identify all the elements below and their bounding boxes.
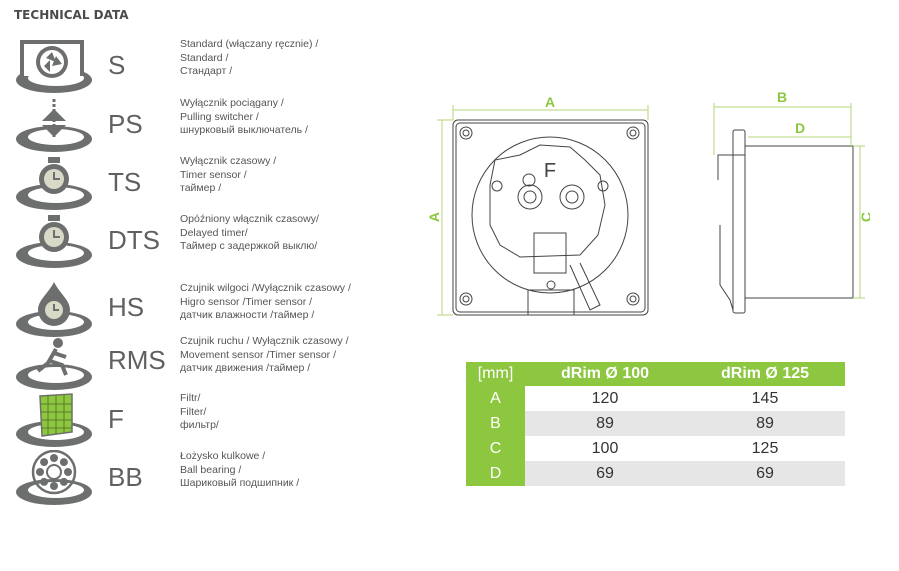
timer-icon (16, 157, 92, 210)
table-row: A 120 145 (466, 386, 845, 411)
value-100: 89 (525, 411, 685, 436)
description-line: Ball bearing / (180, 463, 242, 476)
description-line: Wyłącznik pociągany / (180, 97, 284, 109)
value-125: 145 (751, 389, 779, 407)
description-line: таймер / (180, 182, 222, 194)
feature-ts: TS Wyłącznik czasowy /Timer sensor /тайме… (0, 155, 400, 213)
feature-description: Łożysko kulkowe /Ball bearing /Шариковый… (180, 450, 299, 491)
feature-code: F (108, 404, 124, 434)
header-model-100: dRim Ø 100 (525, 362, 685, 386)
description-line: Filtr/ (180, 392, 201, 404)
dimension-drawing: F A A B D C (426, 89, 870, 316)
motor-housing (471, 136, 629, 294)
feature-code: DTS (108, 225, 160, 255)
value-100: 69 (525, 461, 685, 486)
description-line: Standard / (180, 51, 229, 64)
description-line: Wyłącznik czasowy / (180, 155, 277, 167)
feature-code: RMS (108, 345, 166, 375)
feature-description: Filtr/Filter/фильтр/ (180, 392, 219, 433)
description-line: Czujnik wilgoci /Wyłącznik czasowy / (180, 282, 351, 294)
feature-description: Czujnik ruchu / Wyłącznik czasowy /Movem… (180, 335, 349, 376)
row-label: D (466, 461, 525, 486)
feature-s: S Standard (włączany ręcznie) /Standard /… (0, 38, 400, 96)
description-line: фильтр/ (180, 419, 219, 431)
description-line: Opóźniony włącznik czasowy/ (180, 213, 319, 225)
filter-icon (16, 393, 92, 447)
section-title: TECHNICAL DATA (14, 8, 129, 22)
feature-dts: DTS Opóźniony włącznik czasowy/Delayed ti… (0, 213, 400, 271)
description-line: Łożysko kulkowe / (180, 450, 266, 462)
side-body (744, 145, 854, 299)
description-line: Delayed timer/ (180, 226, 248, 239)
value-125: 89 (685, 411, 845, 436)
movement-sensor-icon (16, 338, 92, 390)
feature-description: Wyłącznik pociągany /Pulling switcher /ш… (180, 97, 308, 138)
value-125: 125 (751, 439, 779, 457)
feature-rms: RMS Czujnik ruchu / Wyłącznik czasowy /Mo… (0, 335, 400, 393)
row-label: C (466, 436, 525, 461)
description-line: шнурковый выключатель / (180, 124, 308, 136)
filter-mark: F (544, 160, 556, 182)
description-line: Стандарт / (180, 65, 233, 77)
value-100: 120 (591, 389, 619, 407)
description-line: Pulling switcher / (180, 110, 259, 123)
description-line: Movement sensor /Timer sensor / (180, 348, 336, 361)
feature-description: Wyłącznik czasowy /Timer sensor /таймер … (180, 155, 276, 196)
description-line: датчик движения /таймер / (180, 362, 311, 374)
feature-code: TS (108, 167, 142, 197)
dim-b: B (777, 89, 787, 105)
feature-code: BB (108, 462, 143, 492)
front-plate (452, 119, 649, 316)
description-line: Standard (włączany ręcznie) / (180, 38, 319, 50)
feature-ps: PS Wyłącznik pociągany /Pulling switcher … (0, 97, 400, 155)
side-flange (732, 129, 746, 314)
feature-description: Standard (włączany ręcznie) /Standard /С… (180, 38, 318, 79)
dim-c: C (858, 212, 870, 222)
row-label: A (466, 386, 525, 411)
humidity-sensor-icon (16, 282, 92, 337)
header-model-125: dRim Ø 125 (685, 362, 845, 386)
description-line: Higro sensor /Timer sensor / (180, 295, 313, 308)
value-100: 100 (591, 439, 619, 457)
feature-description: Czujnik wilgoci /Wyłącznik czasowy /Higr… (180, 282, 351, 323)
description-line: Таймер с задержкой выклю/ (180, 240, 318, 252)
delayed-timer-icon (16, 215, 92, 268)
feature-bb: BB Łożysko kulkowe /Ball bearing /Шариков… (0, 450, 400, 508)
description-line: датчик влажности /таймер / (180, 309, 315, 321)
ball-bearing-icon (16, 450, 92, 505)
description-line: Шариковый подшипник / (180, 477, 300, 489)
header-unit: [mm] (466, 362, 525, 386)
row-label: B (466, 411, 525, 436)
table-row: C 100 125 (466, 436, 845, 461)
description-line: Czujnik ruchu / Wyłącznik czasowy / (180, 335, 349, 347)
feature-code: HS (108, 292, 145, 322)
dim-a-top: A (545, 94, 555, 110)
value-125: 69 (685, 461, 845, 486)
description-line: Timer sensor / (180, 168, 247, 181)
feature-code: S (108, 50, 126, 80)
feature-description: Opóźniony włącznik czasowy/Delayed timer… (180, 213, 319, 254)
feature-hs: HS Czujnik wilgoci /Wyłącznik czasowy /Hi… (0, 282, 400, 340)
description-line: Filter/ (180, 405, 207, 418)
dim-a-left: A (426, 212, 442, 222)
feature-code: PS (108, 109, 143, 139)
feature-f: F Filtr/Filter/фильтр/ (0, 392, 400, 450)
dim-d: D (795, 120, 805, 136)
standard-fan-icon (16, 40, 92, 93)
pull-switch-icon (16, 99, 92, 152)
